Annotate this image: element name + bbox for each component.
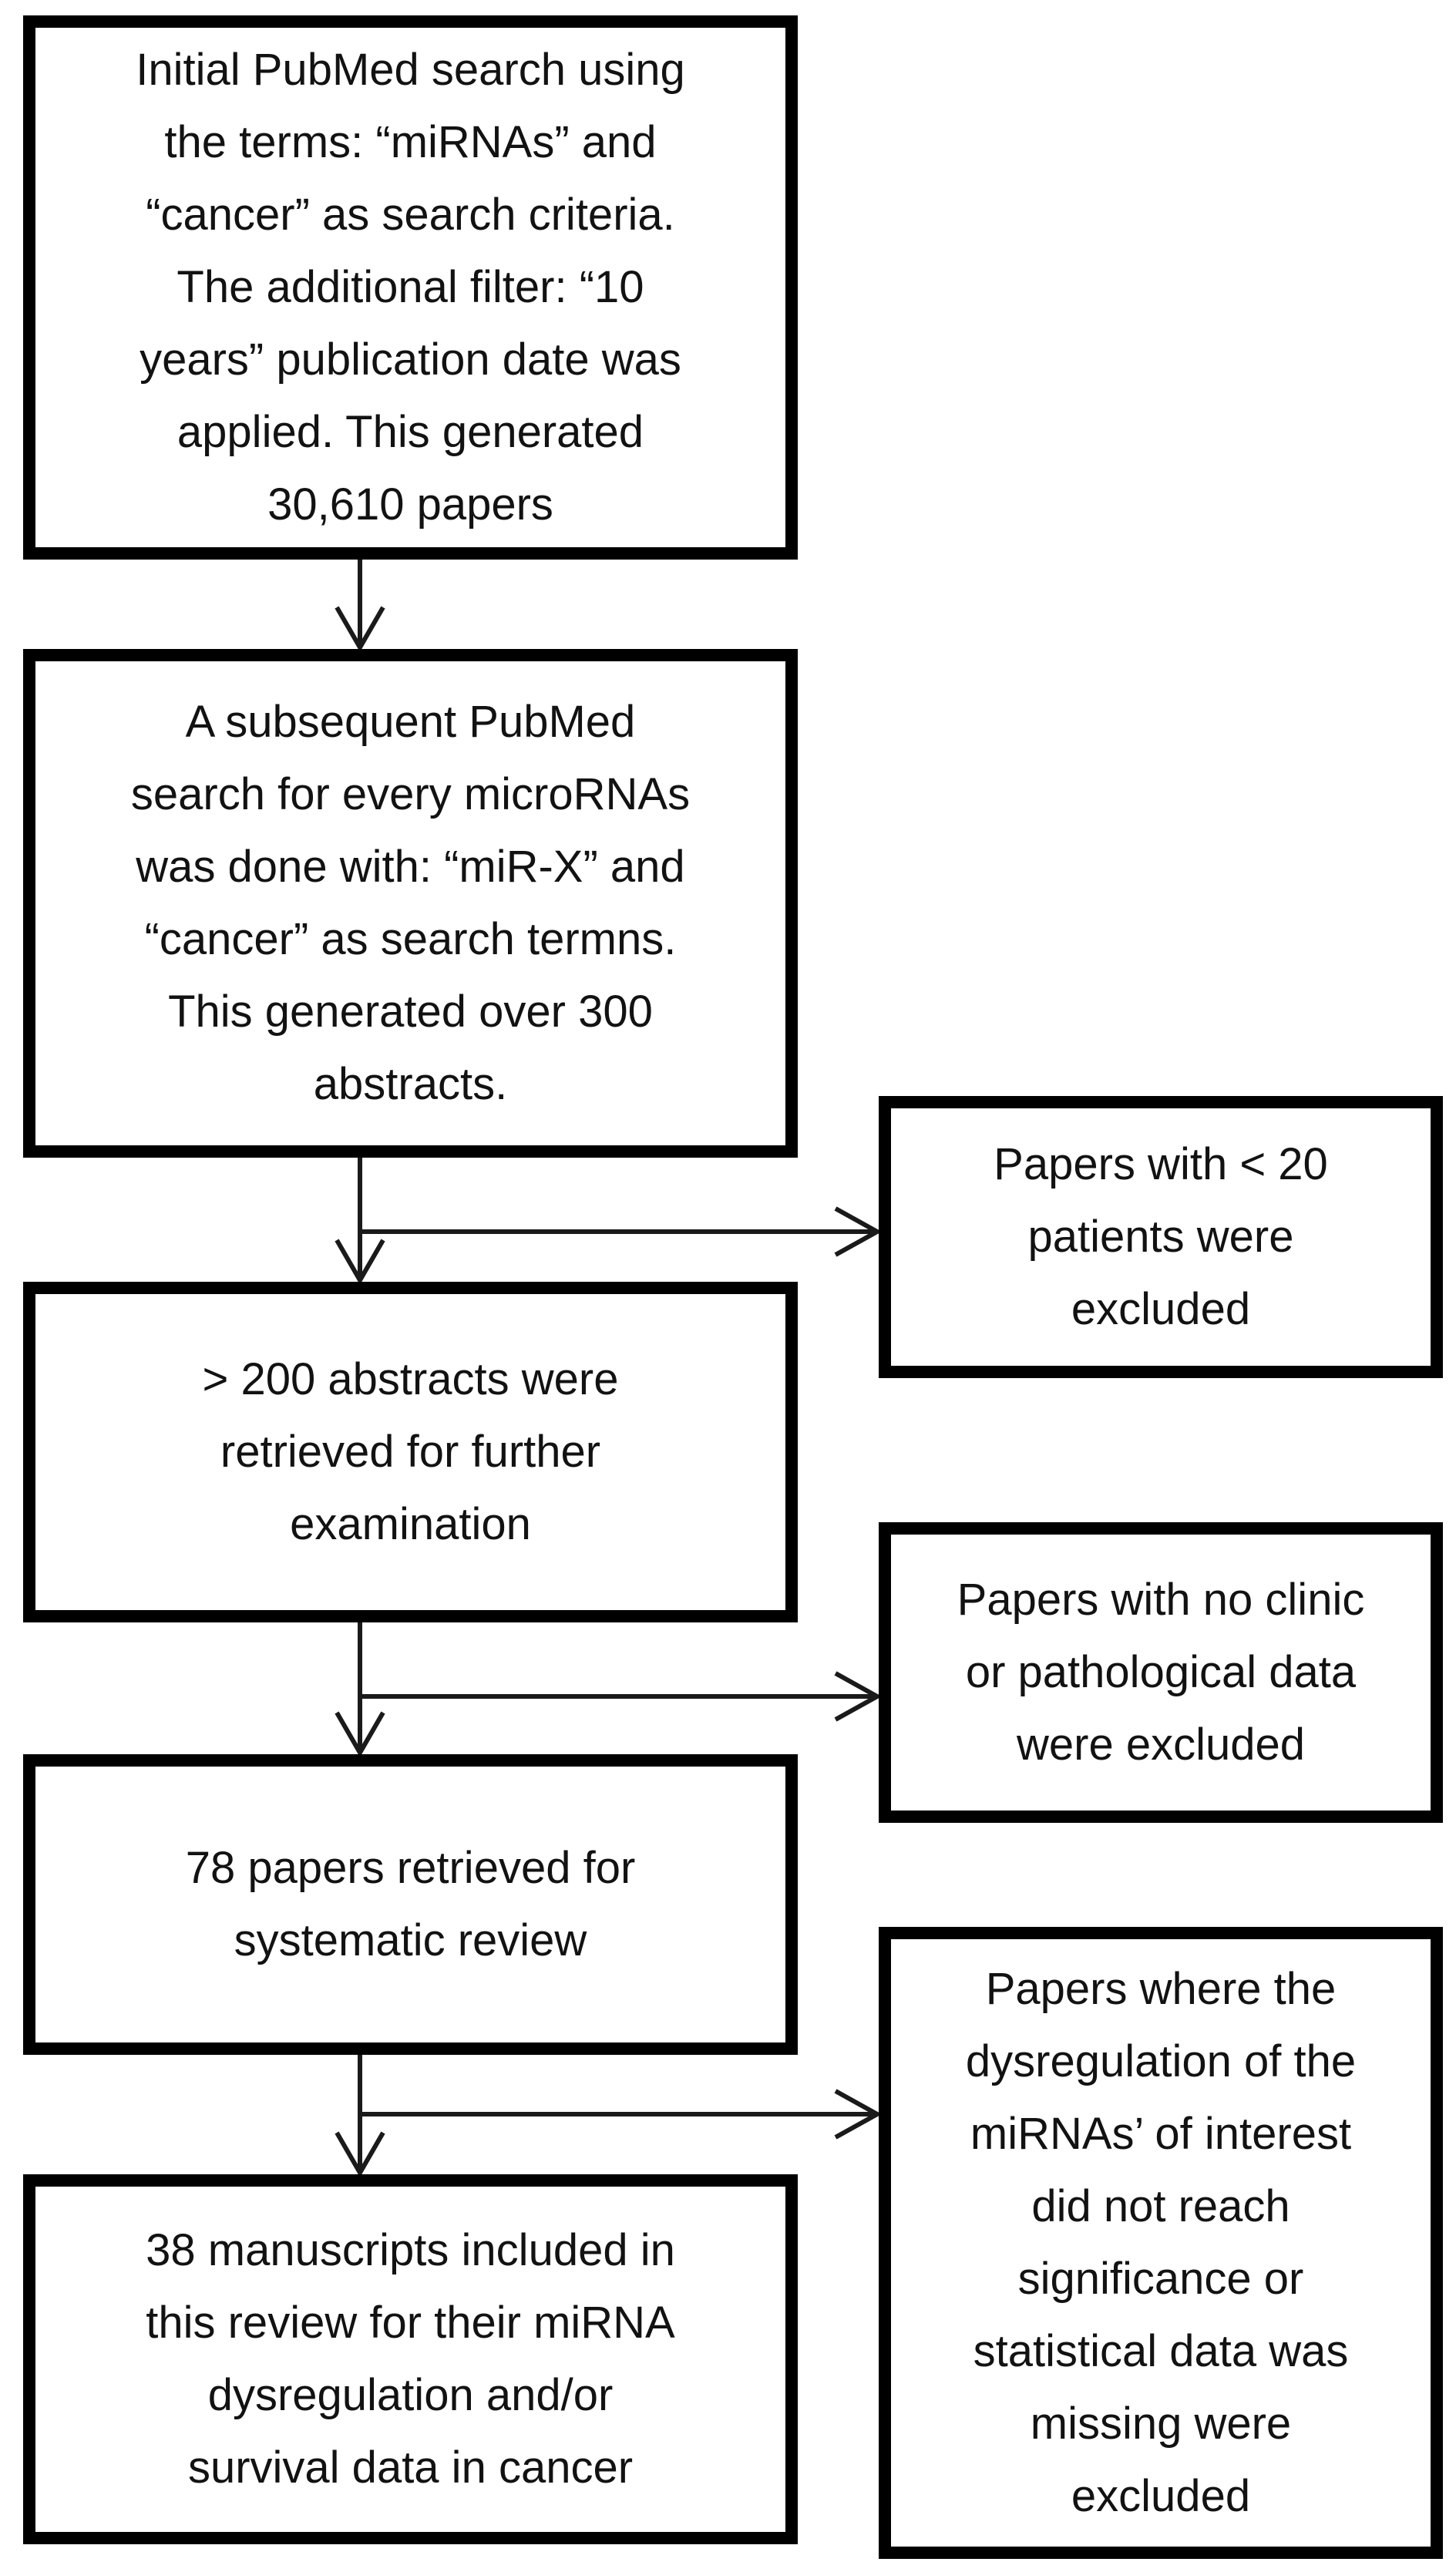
branch-arrow-excluded-clinic bbox=[360, 1671, 883, 1722]
exclusion-box-no-clinic-data: Papers with no clinic or pathological da… bbox=[879, 1522, 1443, 1823]
flow-box-abstracts-retrieved: > 200 abstracts were retrieved for furth… bbox=[23, 1282, 798, 1622]
flow-box-initial-pubmed-search: Initial PubMed search using the terms: “… bbox=[23, 15, 798, 560]
flow-box-subsequent-pubmed-search-text: A subsequent PubMed search for every mic… bbox=[130, 697, 691, 1109]
exclusion-box-no-clinic-data-text: Papers with no clinic or pathological da… bbox=[957, 1575, 1365, 1770]
branch-arrow-excluded-patients bbox=[360, 1206, 883, 1257]
flow-box-papers-systematic-review: 78 papers retrieved for systematic revie… bbox=[23, 1754, 798, 2055]
exclusion-box-under-20-patients: Papers with < 20 patients were excluded bbox=[879, 1096, 1443, 1378]
flow-box-papers-systematic-review-text: 78 papers retrieved for systematic revie… bbox=[185, 1843, 636, 1965]
arrow-initial-to-subsequent bbox=[335, 547, 385, 653]
flow-box-subsequent-pubmed-search: A subsequent PubMed search for every mic… bbox=[23, 649, 798, 1158]
flow-box-manuscripts-included: 38 manuscripts included in this review f… bbox=[23, 2174, 798, 2544]
exclusion-box-no-significance: Papers where the dysregulation of the mi… bbox=[879, 1927, 1443, 2559]
exclusion-box-under-20-patients-text: Papers with < 20 patients were excluded bbox=[994, 1139, 1328, 1334]
flow-box-initial-pubmed-search-text: Initial PubMed search using the terms: “… bbox=[136, 45, 685, 530]
arrow-subsequent-to-abstracts bbox=[335, 1153, 385, 1286]
exclusion-box-no-significance-text: Papers where the dysregulation of the mi… bbox=[965, 1964, 1357, 2521]
arrow-systematic-to-manuscripts bbox=[335, 2050, 385, 2178]
branch-arrow-excluded-significance bbox=[360, 2089, 883, 2140]
flow-box-abstracts-retrieved-text: > 200 abstracts were retrieved for furth… bbox=[202, 1354, 619, 1549]
flow-box-manuscripts-included-text: 38 manuscripts included in this review f… bbox=[146, 2225, 675, 2493]
arrow-abstracts-to-systematic bbox=[335, 1618, 385, 1758]
